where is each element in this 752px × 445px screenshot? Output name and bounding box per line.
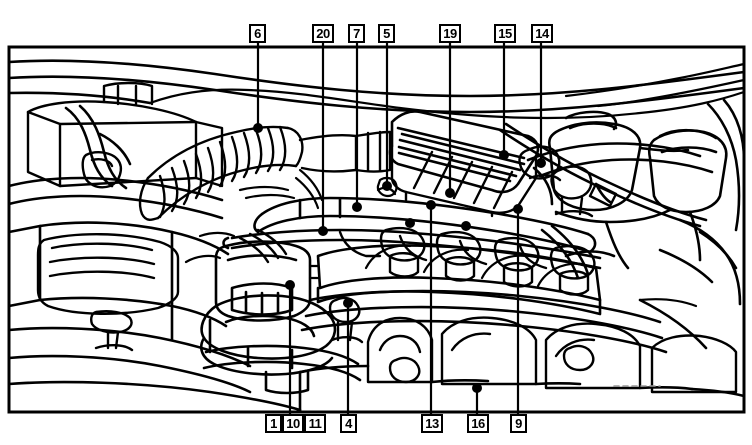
cowl-upper-edge xyxy=(148,62,746,120)
callout-6[interactable]: 6 xyxy=(249,24,266,43)
dot-14 xyxy=(536,158,546,168)
dot-rail-a xyxy=(405,218,415,228)
spark-plug-wells xyxy=(379,226,596,296)
dot-rail-b xyxy=(461,221,471,231)
dot-1 xyxy=(285,280,295,290)
callout-20[interactable]: 20 xyxy=(312,24,334,43)
intake-manifold xyxy=(253,196,597,254)
callout-5[interactable]: 5 xyxy=(378,24,395,43)
harness-clip xyxy=(588,182,618,208)
dot-13 xyxy=(426,200,436,210)
callout-9[interactable]: 9 xyxy=(510,414,527,433)
callout-16[interactable]: 16 xyxy=(467,414,489,433)
mount-lower-plate xyxy=(202,344,362,395)
dot-9 xyxy=(513,204,523,214)
callout-14[interactable]: 14 xyxy=(531,24,553,43)
right-lower-body xyxy=(638,218,742,350)
dot-16 xyxy=(472,383,482,393)
callout-4[interactable]: 4 xyxy=(340,414,357,433)
dot-20 xyxy=(318,226,328,236)
dot-7 xyxy=(352,202,362,212)
plug-wire-arcs xyxy=(364,244,584,288)
dot-5 xyxy=(382,181,392,191)
left-bottom-shelf xyxy=(7,304,302,412)
dot-6 xyxy=(253,123,263,133)
callout-1[interactable]: 1 xyxy=(265,414,282,433)
callout-11[interactable]: 11 xyxy=(304,414,326,433)
left-air-box xyxy=(36,233,180,315)
dot-19 xyxy=(445,188,455,198)
dot-4 xyxy=(343,298,353,308)
center-connector xyxy=(518,145,562,182)
detail-lines xyxy=(184,168,698,308)
corrugated-intake-duct xyxy=(138,125,304,221)
left-lower-panel xyxy=(7,176,230,328)
dot-15 xyxy=(499,150,509,160)
leader-endpoint-dots xyxy=(253,123,546,393)
right-fender-edge xyxy=(706,98,746,232)
callout-19[interactable]: 19 xyxy=(439,24,461,43)
left-connector xyxy=(81,151,122,189)
callout-13[interactable]: 13 xyxy=(421,414,443,433)
engine-mount-bracket xyxy=(200,294,337,376)
leader-lines xyxy=(256,41,543,416)
cable-to-block xyxy=(540,224,616,280)
callout-7[interactable]: 7 xyxy=(348,24,365,43)
block-side-fastener xyxy=(562,344,595,372)
callout-15[interactable]: 15 xyxy=(494,24,516,43)
ignition-wires xyxy=(238,228,288,264)
callout-10[interactable]: 10 xyxy=(282,414,304,433)
diagram-frame xyxy=(7,45,746,414)
